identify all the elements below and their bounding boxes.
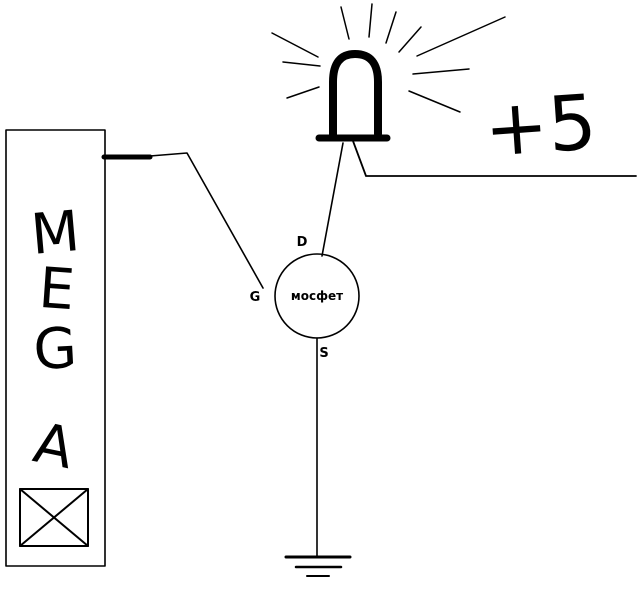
pin-label-gate: G bbox=[250, 290, 261, 305]
light-ray bbox=[385, 11, 397, 44]
light-ray bbox=[271, 32, 319, 58]
ground-icon bbox=[284, 555, 352, 577]
mcu-letter-g: G bbox=[32, 316, 79, 383]
mcu-chip: M E G A bbox=[5, 129, 106, 567]
pin-label-source: S bbox=[319, 346, 328, 361]
light-ray bbox=[408, 90, 461, 113]
digit-8-cross bbox=[19, 488, 89, 547]
wire-mcu-to-gate bbox=[149, 152, 264, 289]
led-lamp-icon bbox=[315, 50, 391, 142]
light-ray bbox=[282, 61, 321, 67]
mosfet-transistor: мосфет D G S bbox=[250, 235, 360, 361]
mcu-letter-m: M bbox=[28, 199, 82, 268]
mosfet-body bbox=[274, 253, 360, 339]
mcu-letter-e: E bbox=[37, 256, 77, 323]
light-ray bbox=[398, 26, 422, 53]
digit-8-box bbox=[19, 488, 89, 547]
light-ray bbox=[340, 6, 350, 40]
power-label: +5 bbox=[481, 77, 599, 174]
light-ray bbox=[416, 16, 506, 57]
mosfet-label: мосфет bbox=[291, 289, 343, 303]
pin-label-drain: D bbox=[297, 235, 308, 250]
wire-led-to-power-rail bbox=[352, 140, 637, 177]
light-ray bbox=[412, 68, 470, 75]
led-dome bbox=[329, 50, 382, 141]
light-rays-icon bbox=[271, 3, 506, 113]
mcu-box bbox=[5, 129, 106, 567]
mcu-letter-8 bbox=[19, 488, 89, 547]
wire-led-to-drain bbox=[321, 142, 344, 257]
mcu-letter-a: A bbox=[28, 411, 79, 483]
light-ray bbox=[368, 3, 373, 38]
light-ray bbox=[286, 86, 320, 99]
